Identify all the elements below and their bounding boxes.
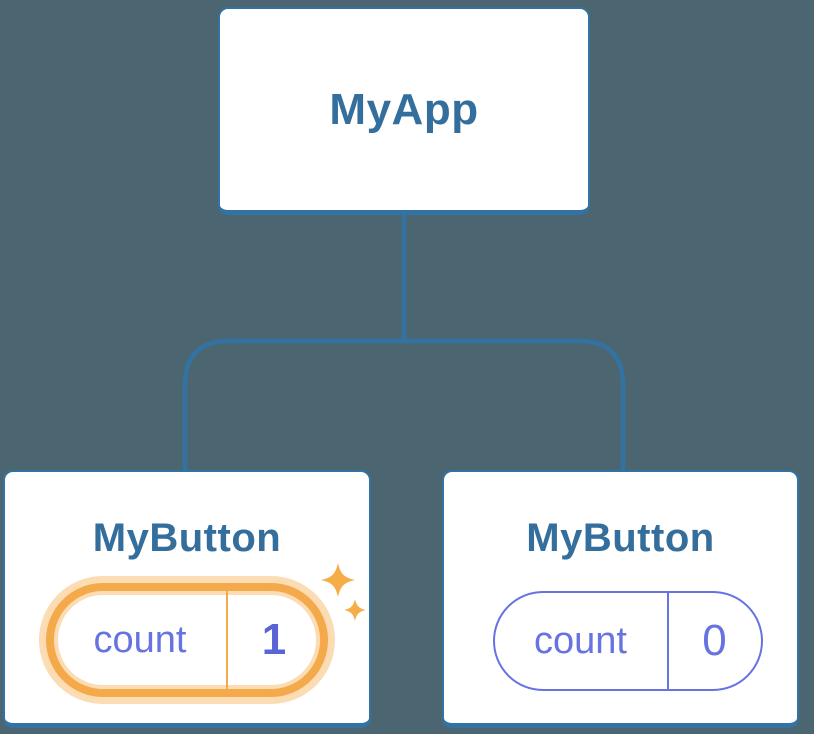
state-key-label: count [534, 619, 627, 662]
state-value: 0 [702, 616, 727, 665]
state-pill-highlighted: count 1 [46, 583, 328, 697]
state-key-cell: count [495, 593, 667, 689]
child-node-mybutton-right: MyButton count 0 [442, 470, 799, 728]
child-node-label: MyButton [92, 516, 282, 560]
child-node-label: MyButton [526, 516, 715, 560]
child-node-mybutton-left: MyButton count 1 [3, 470, 371, 728]
state-value-cell: 0 [669, 593, 761, 689]
state-value: 1 [261, 615, 287, 664]
branch-line [182, 338, 626, 470]
state-key-cell: count [54, 591, 226, 689]
state-value-cell: 1 [228, 591, 320, 689]
state-key-label: count [93, 618, 187, 661]
root-node-label: MyApp [329, 84, 479, 134]
pill-divider [226, 591, 228, 689]
root-node-myapp: MyApp [218, 7, 590, 215]
state-pill-plain: count 0 [492, 591, 763, 691]
pill-divider [666, 593, 669, 689]
